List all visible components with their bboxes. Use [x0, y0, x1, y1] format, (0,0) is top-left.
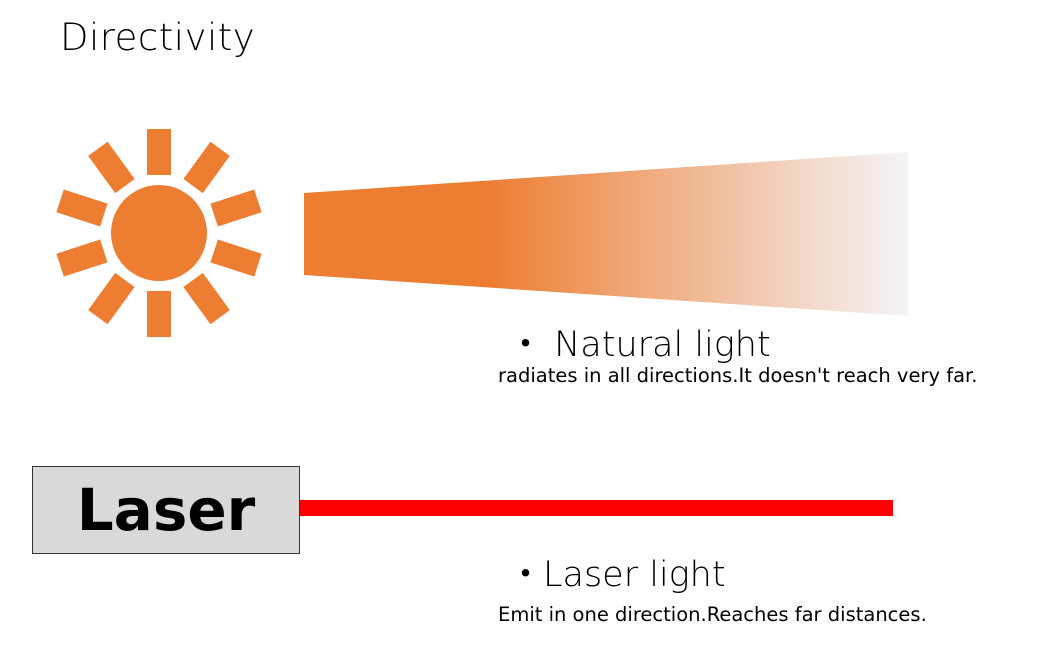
laser-box: Laser — [32, 466, 300, 554]
sun-icon — [56, 129, 262, 337]
sun-ray — [147, 291, 171, 337]
sun-ray — [88, 141, 135, 194]
page-title: Directivity — [60, 16, 256, 59]
laser-light-description: Emit in one direction.Reaches far distan… — [498, 603, 927, 626]
natural-light-beam — [304, 152, 908, 316]
sun-ray — [210, 239, 262, 277]
laser-beam — [300, 500, 893, 516]
sun-ray — [56, 189, 108, 227]
sun-core — [111, 185, 207, 281]
sun-ray — [88, 272, 135, 325]
sun-ray — [147, 129, 171, 175]
natural-light-heading: ・ Natural light — [508, 325, 771, 365]
sun-ray — [183, 272, 230, 325]
natural-light-description: radiates in all directions.It doesn't re… — [498, 364, 978, 387]
sun-ray — [210, 189, 262, 227]
laser-light-heading: ・Laser light — [508, 555, 726, 595]
sun-ray — [56, 239, 108, 277]
sun-ray — [183, 141, 230, 194]
